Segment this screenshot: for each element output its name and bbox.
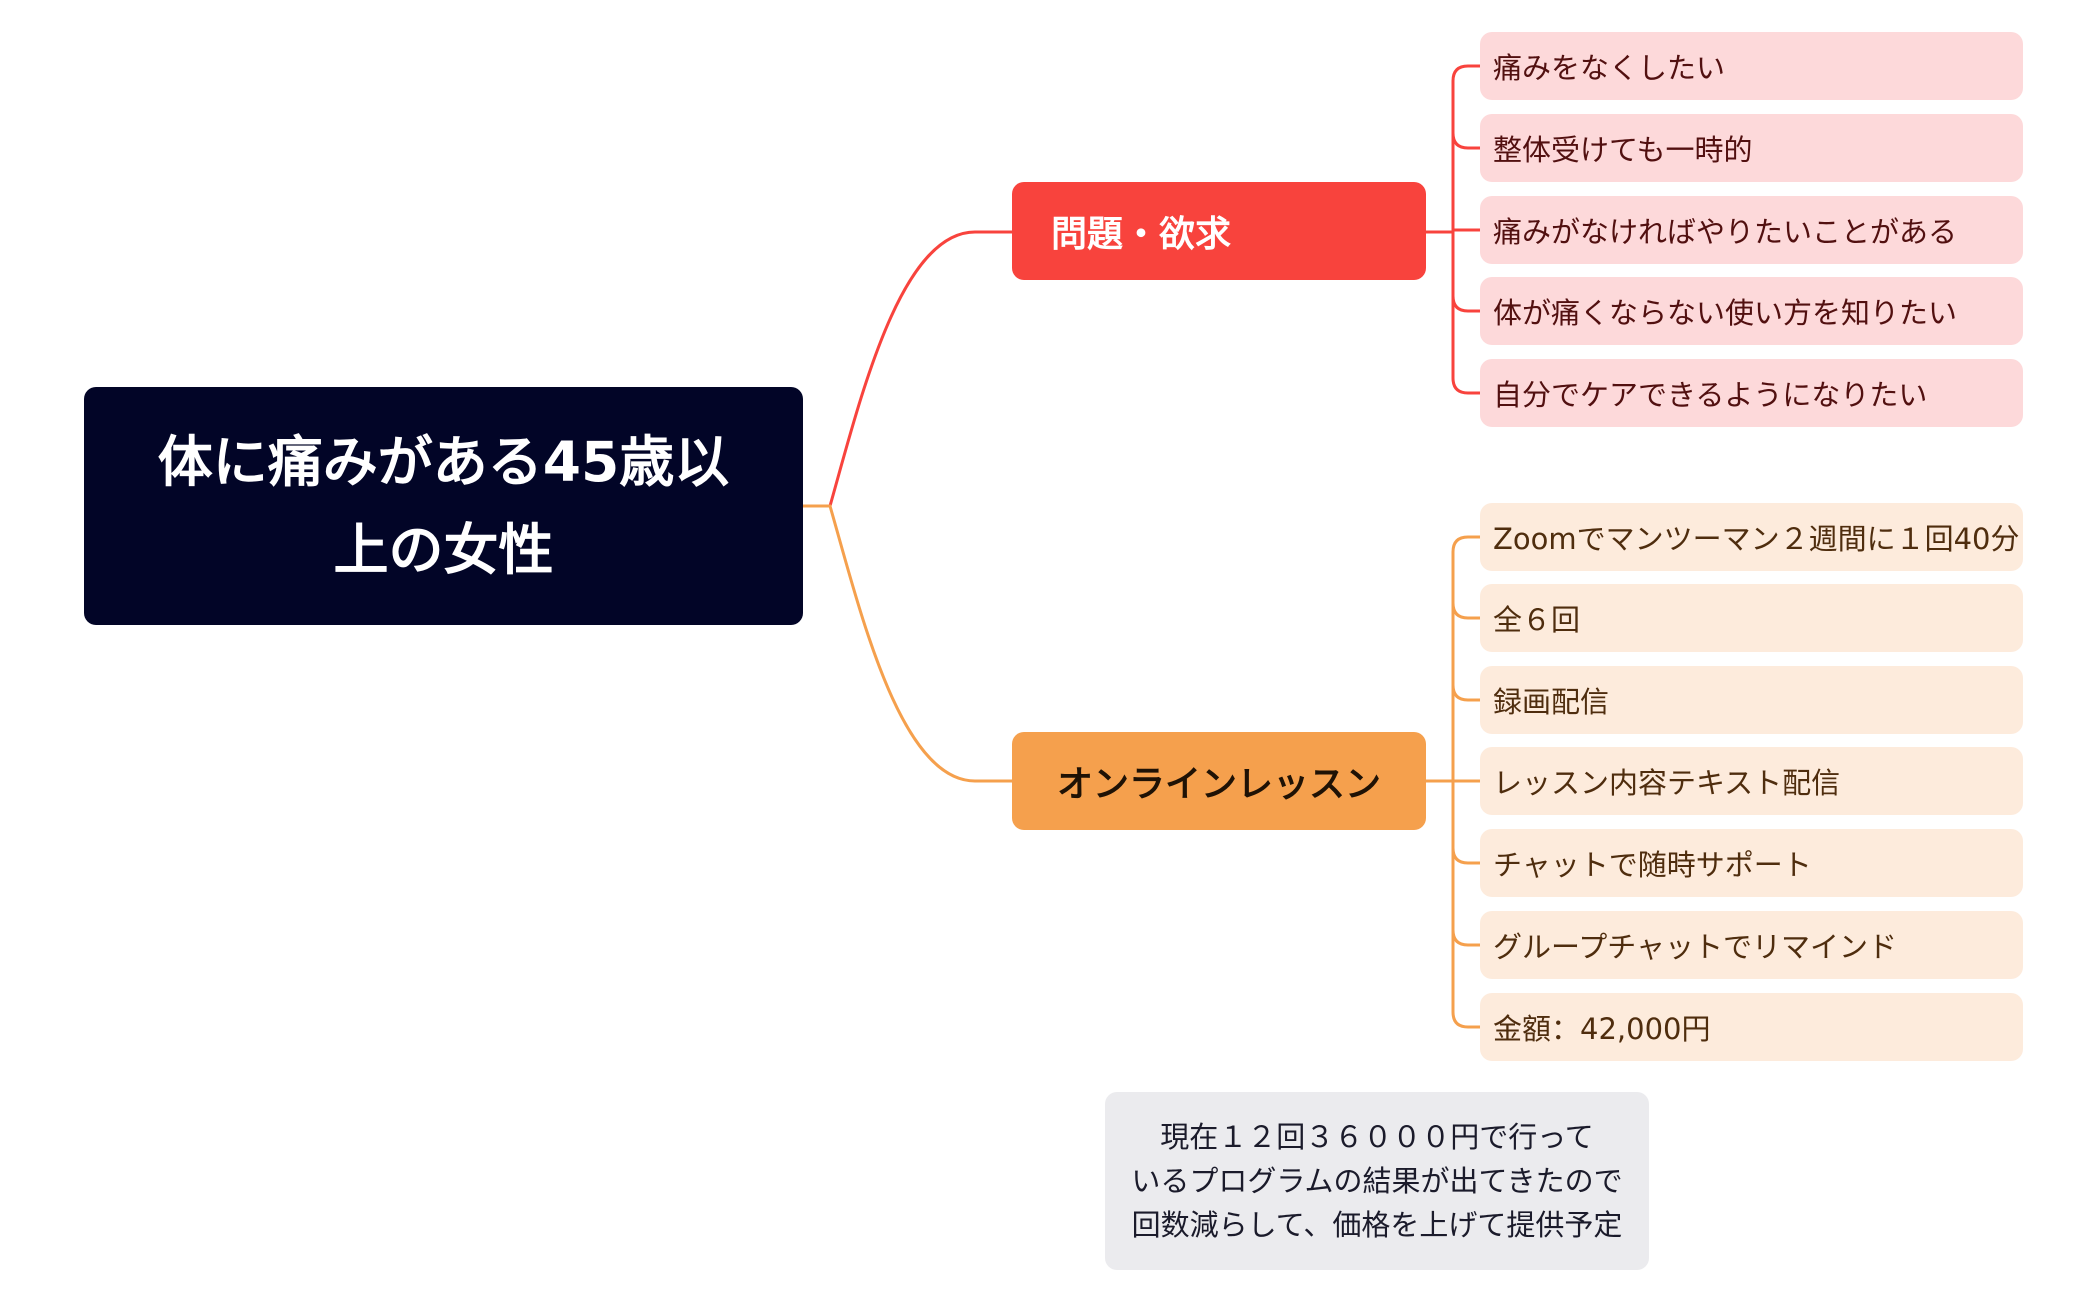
- leaf-label: 金額：42,000円: [1493, 1012, 1711, 1046]
- leaf-label: 自分でケアできるようになりたい: [1493, 378, 1928, 412]
- leaf-label: 痛みがなければやりたいことがある: [1493, 215, 1958, 249]
- leaf-problem-1[interactable]: 痛みをなくしたい: [1480, 32, 2023, 100]
- leaf-online-5[interactable]: チャットで随時サポート: [1480, 829, 2023, 897]
- leaf-label: レッスン内容テキスト配信: [1493, 766, 1841, 800]
- connector-online-leaf-5: [1451, 847, 1480, 865]
- branch-problem-desire-label: 問題・欲求: [1051, 214, 1232, 255]
- connector-online-leaf-2: [1451, 602, 1480, 620]
- root-topic-label: 体に痛みがある45歳以上の女性: [157, 430, 730, 582]
- connector-problem-leaf-2: [1451, 132, 1480, 150]
- leaf-label: Zoomでマンツーマン２週間に１回40分: [1493, 522, 2020, 556]
- note-line: 回数減らして、価格を上げて提供予定: [1131, 1208, 1623, 1242]
- note-line: 現在１２回３６０００円で行って: [1160, 1120, 1594, 1154]
- root-topic[interactable]: 体に痛みがある45歳以上の女性: [84, 387, 803, 625]
- connector-root-online: [803, 504, 1012, 783]
- branch-problem-desire[interactable]: 問題・欲求: [1012, 182, 1426, 280]
- leaf-label: 痛みをなくしたい: [1493, 51, 1726, 85]
- leaf-problem-5[interactable]: 自分でケアできるようになりたい: [1480, 359, 2023, 427]
- branch-online-lesson[interactable]: オンラインレッスン: [1012, 732, 1426, 830]
- leaf-online-2[interactable]: 全６回: [1480, 584, 2023, 652]
- leaf-online-1[interactable]: Zoomでマンツーマン２週間に１回40分: [1480, 503, 2023, 571]
- leaf-label: チャットで随時サポート: [1493, 848, 1812, 882]
- leaf-label: 体が痛くならない使い方を知りたい: [1493, 296, 1958, 330]
- leaf-problem-4[interactable]: 体が痛くならない使い方を知りたい: [1480, 277, 2023, 345]
- connector-online-leaf-3: [1451, 684, 1480, 702]
- leaf-online-7[interactable]: 金額：42,000円: [1480, 993, 2023, 1061]
- leaf-label: 録画配信: [1493, 685, 1610, 719]
- note-line: いるプログラムの結果が出てきたので: [1131, 1164, 1623, 1198]
- leaf-problem-3[interactable]: 痛みがなければやりたいことがある: [1480, 196, 2023, 264]
- connector-problem-leaf-4: [1451, 295, 1480, 313]
- leaf-label: 全６回: [1493, 603, 1581, 637]
- branch-online-lesson-label: オンラインレッスン: [1056, 764, 1381, 805]
- connector-online-leaf-6: [1451, 929, 1480, 947]
- leaf-label: 整体受けても一時的: [1493, 133, 1753, 167]
- floating-note[interactable]: 現在１２回３６０００円で行って いるプログラムの結果が出てきたので 回数減らして…: [1105, 1092, 1649, 1270]
- leaf-online-6[interactable]: グループチャットでリマインド: [1480, 911, 2023, 979]
- leaf-online-4[interactable]: レッスン内容テキスト配信: [1480, 747, 2023, 815]
- leaf-label: グループチャットでリマインド: [1493, 930, 1897, 964]
- leaf-online-3[interactable]: 録画配信: [1480, 666, 2023, 734]
- connector-root-problem: [803, 230, 1012, 508]
- note-text: 現在１２回３６０００円で行って いるプログラムの結果が出てきたので 回数減らして…: [1131, 1115, 1622, 1247]
- leaf-problem-2[interactable]: 整体受けても一時的: [1480, 114, 2023, 182]
